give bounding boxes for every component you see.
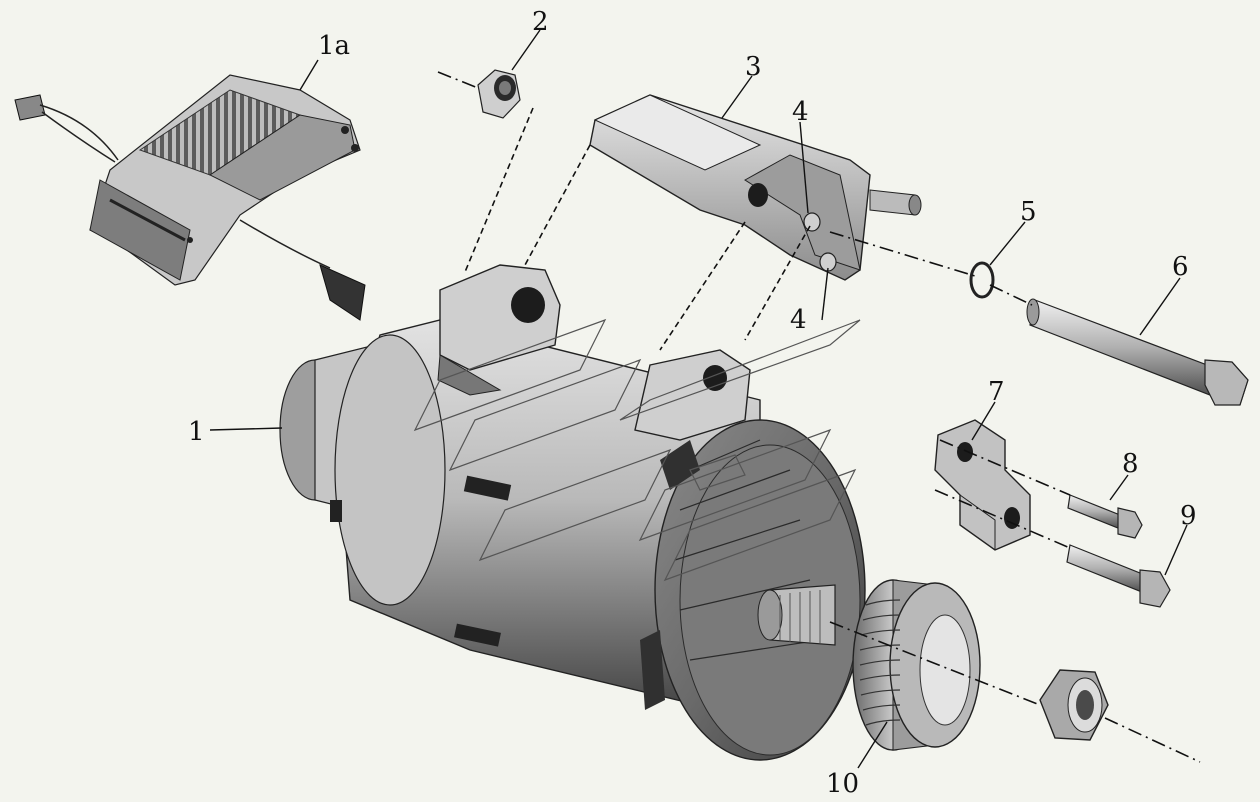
callout-4-lower: 4 (790, 305, 807, 335)
callout-9: 9 (1180, 501, 1197, 531)
front-nut (1039, 669, 1109, 741)
ghost-outline (413, 318, 861, 582)
part-2-nut (477, 69, 521, 119)
callout-6: 6 (1172, 252, 1189, 282)
callout-5: 5 (1020, 197, 1037, 227)
part-5-ring (969, 261, 995, 299)
part-10-pulley (852, 579, 981, 751)
callout-8: 8 (1122, 449, 1139, 479)
callout-7: 7 (988, 377, 1005, 407)
callout-1a: 1a (318, 31, 350, 61)
assembly-lines (437, 71, 1201, 763)
part-7-plate (934, 419, 1031, 551)
leader-lines (209, 29, 1188, 769)
part-3-bracket (589, 94, 922, 281)
callout-3: 3 (745, 52, 762, 82)
callout-4-upper: 4 (792, 97, 809, 127)
callout-2: 2 (532, 7, 549, 37)
callout-10: 10 (826, 769, 859, 799)
callout-1: 1 (188, 417, 205, 447)
part-1a-regulator (14, 74, 366, 321)
part-1-alternator-body (279, 264, 866, 761)
part-6-long-bolt (1026, 298, 1249, 406)
part-9-bolt (1066, 544, 1171, 608)
part-8-bolt (1067, 494, 1143, 539)
callout-labels: 1a 2 3 4 4 5 6 1 7 8 9 10 (188, 7, 1197, 799)
